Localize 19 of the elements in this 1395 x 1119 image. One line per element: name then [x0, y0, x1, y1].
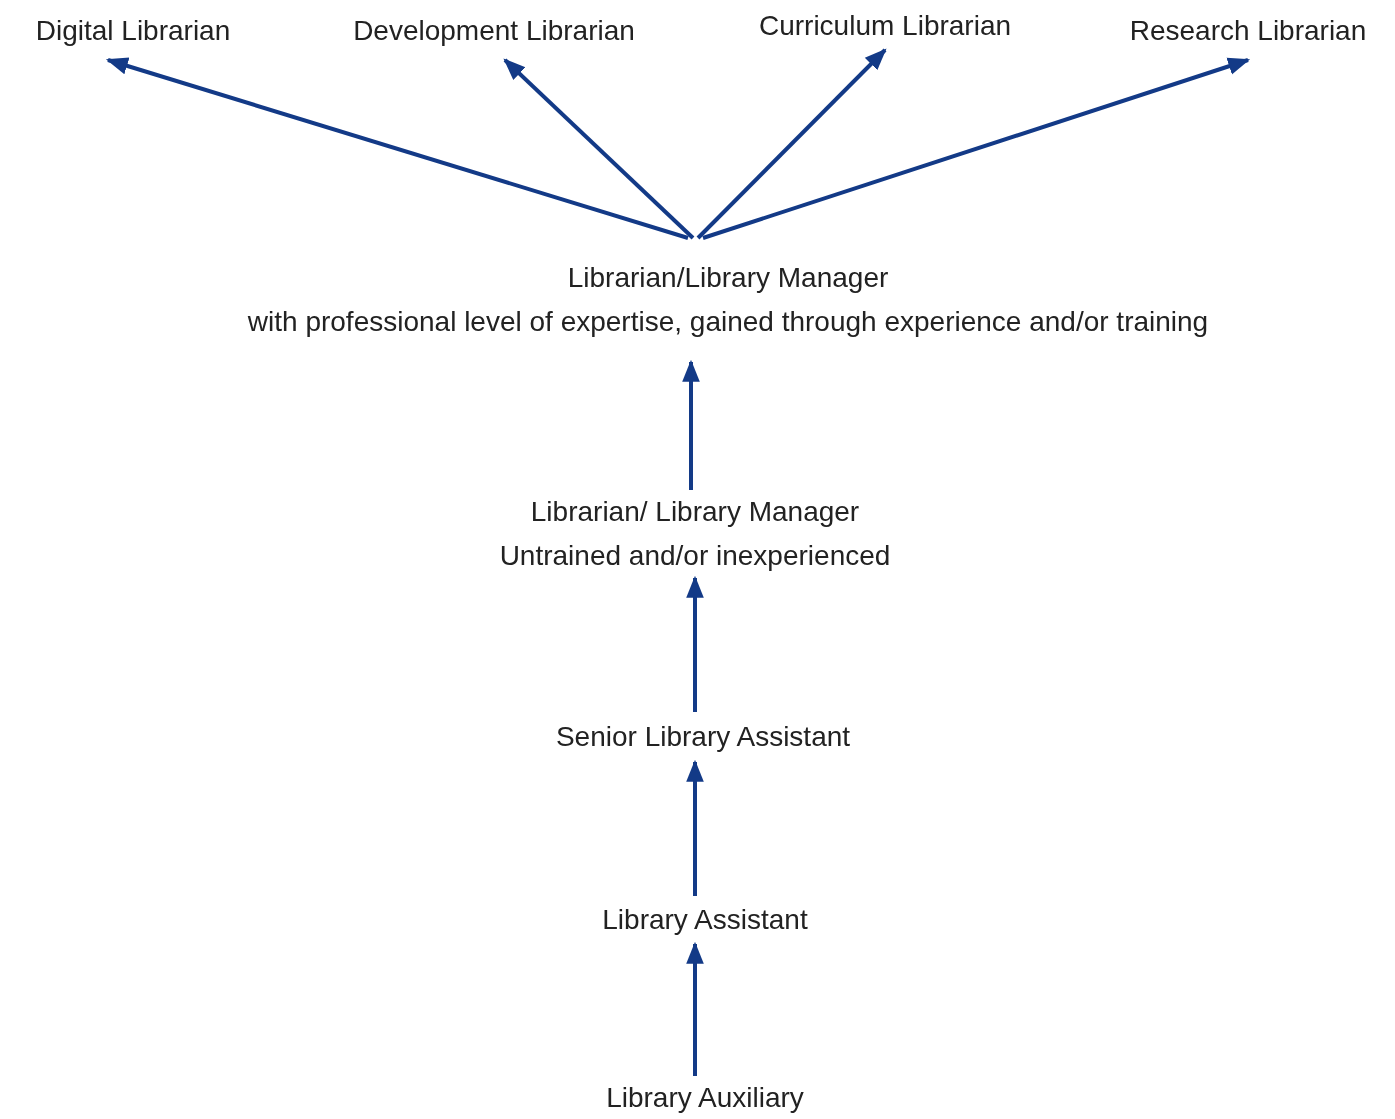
role-title: Librarian/Library Manager	[567, 261, 889, 295]
role-description: with professional level of expertise, gained through experience and/or training	[247, 305, 1209, 339]
arrow	[702, 57, 1251, 240]
arrow	[686, 941, 704, 1076]
arrow	[686, 759, 704, 896]
arrow	[682, 359, 700, 490]
role-title: Digital Librarian	[35, 14, 231, 48]
arrow	[686, 575, 704, 712]
arrow	[503, 58, 695, 240]
arrow	[105, 57, 689, 240]
role-title: Senior Library Assistant	[555, 720, 851, 754]
role-title: Library Auxiliary	[606, 1080, 804, 1115]
role-title: Library Assistant	[602, 903, 808, 937]
role-title: Development Librarian	[353, 14, 635, 48]
arrow	[696, 48, 887, 240]
role-title: Research Librarian	[1129, 14, 1367, 48]
role-description: Untrained and/or inexperienced	[499, 539, 891, 573]
role-title: Librarian/ Library Manager	[530, 495, 860, 529]
role-title: Curriculum Librarian	[758, 9, 1012, 43]
